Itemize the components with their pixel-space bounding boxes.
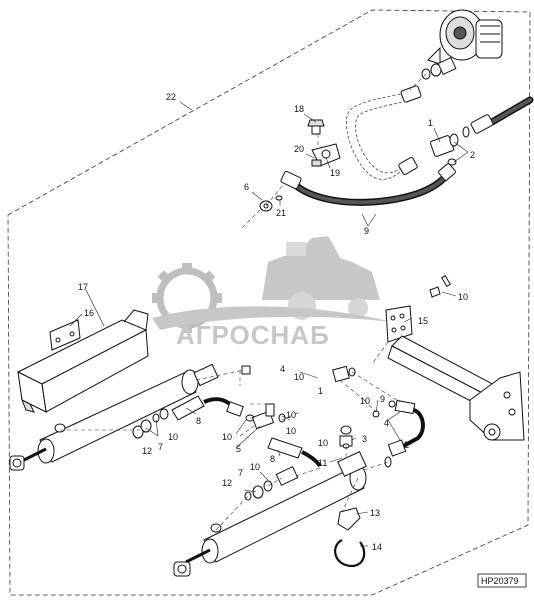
hydraulic-pump — [427, 9, 503, 65]
callout-14: 14 — [372, 542, 382, 552]
callout-12: 12 — [142, 446, 152, 456]
elbow-hose-right — [384, 399, 425, 468]
callout-3: 3 — [362, 434, 367, 444]
callout-5: 5 — [236, 444, 241, 454]
hose-clamp — [307, 119, 341, 167]
callout-leaders — [69, 113, 469, 547]
hydraulic-hose-main — [290, 172, 450, 206]
hose-end-fitting-upper — [398, 85, 422, 175]
callout-10: 10 — [286, 410, 296, 420]
callout-labels: 22 18 20 19 6 21 9 1 2 10 15 17 16 4 10 … — [78, 92, 475, 552]
short-hose-upper — [171, 395, 255, 422]
callout-10: 10 — [222, 432, 232, 442]
callout-12: 12 — [222, 478, 232, 488]
callout-20: 20 — [294, 144, 304, 154]
callout-8: 8 — [270, 454, 275, 464]
callout-leader-22 — [179, 101, 193, 111]
callout-11: 11 — [318, 458, 327, 468]
assembly-boundary — [7, 9, 531, 596]
callout-10: 10 — [294, 372, 304, 382]
callout-6: 6 — [244, 182, 249, 192]
callout-7: 7 — [158, 442, 163, 452]
callout-4: 4 — [384, 418, 389, 428]
hose-fitting-right — [438, 163, 456, 181]
callout-1: 1 — [428, 118, 433, 128]
callout-18: 18 — [294, 104, 304, 114]
callout-1: 1 — [318, 386, 323, 396]
mounting-bracket — [385, 305, 413, 343]
callout-2: 2 — [470, 150, 475, 160]
callout-7: 7 — [238, 468, 243, 478]
callout-10: 10 — [250, 462, 260, 472]
axle-frame — [387, 335, 525, 441]
callout-10: 10 — [168, 432, 178, 442]
hydraulic-cylinder-upper — [9, 363, 219, 471]
hydraulic-hose-upper-right — [488, 96, 534, 126]
callout-10: 10 — [286, 426, 296, 436]
washer-and-plug — [259, 195, 283, 212]
callout-22: 22 — [166, 92, 176, 102]
callout-10: 10 — [458, 292, 468, 302]
cylinder-shield — [16, 309, 149, 413]
callout-10: 10 — [318, 438, 328, 448]
elbow-fitting-upper — [429, 133, 459, 166]
hose-band-clamp — [334, 539, 366, 568]
callout-2: 2 — [404, 440, 409, 450]
callout-16: 16 — [84, 308, 94, 318]
callout-8: 8 — [196, 416, 201, 426]
assembly-leaders-upper — [241, 73, 427, 229]
pump-fitting — [421, 56, 457, 80]
watermark-prefix: ООО — [266, 308, 292, 320]
bracket-bolt — [429, 274, 451, 298]
cylinder-fittings-lower — [244, 480, 273, 501]
hydraulic-cylinder-lower — [173, 451, 367, 577]
callout-9: 9 — [364, 226, 369, 236]
inline-tee-3 — [339, 425, 353, 449]
shield-bracket — [49, 319, 81, 351]
tee-fitting — [251, 403, 286, 430]
hose-fitting-left — [280, 170, 302, 190]
reference-code: HP20379 — [481, 576, 519, 586]
callout-9: 9 — [380, 394, 385, 404]
callout-13: 13 — [370, 508, 380, 518]
callout-10: 10 — [360, 396, 370, 406]
callout-4: 4 — [280, 364, 285, 374]
ghost-hose — [346, 91, 417, 180]
watermark-brand: АГРОСНАБ — [176, 320, 330, 350]
callout-19: 19 — [330, 168, 340, 178]
assembly-leaders-lower — [60, 341, 401, 531]
short-hose-lower — [267, 437, 322, 486]
callout-15: 15 — [418, 316, 428, 326]
elbow-fitting-middle — [332, 365, 356, 383]
cylinder-fittings-upper — [132, 408, 169, 439]
retaining-clip — [337, 507, 361, 531]
callout-17: 17 — [78, 282, 88, 292]
watermark-logo: ООО АГРОСНАБ — [152, 236, 392, 350]
small-fitting-center — [241, 365, 396, 418]
hose-crimp-upper-right — [462, 114, 494, 138]
reference-code-box: HP20379 — [477, 573, 527, 588]
callout-21: 21 — [276, 208, 286, 218]
